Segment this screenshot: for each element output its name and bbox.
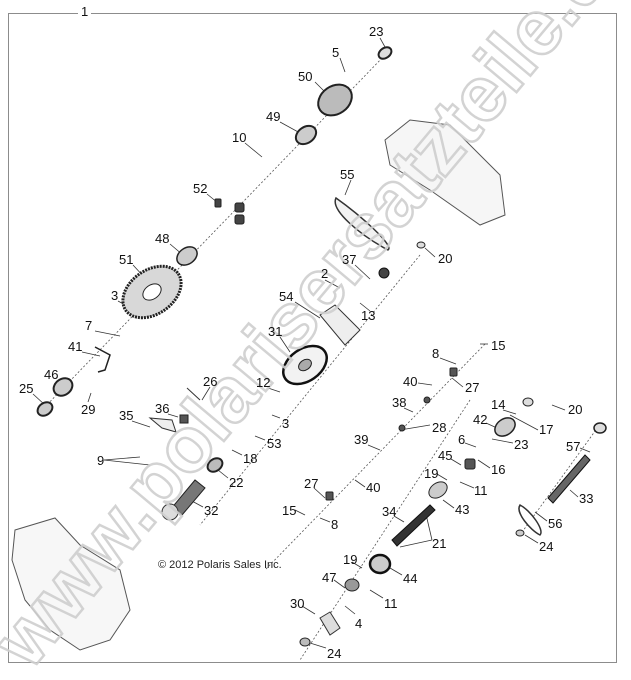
callout-31: 31 [268, 324, 283, 339]
callout-22: 22 [229, 475, 244, 490]
callout-40: 40 [403, 374, 418, 389]
callout-6: 6 [458, 432, 466, 447]
assembly-callout-1: 1 [78, 5, 92, 19]
callout-8: 8 [331, 517, 339, 532]
callout-51: 51 [119, 252, 134, 267]
callout-5: 5 [332, 45, 340, 60]
callout-19: 19 [424, 466, 439, 481]
callout-9: 9 [97, 453, 105, 468]
callout-19: 19 [343, 552, 358, 567]
callout-28: 28 [432, 420, 447, 435]
callout-11: 11 [474, 483, 488, 498]
callout-27: 27 [304, 476, 319, 491]
copyright-notice: © 2012 Polaris Sales Inc. [158, 559, 282, 571]
callout-50: 50 [298, 69, 313, 84]
callout-54: 54 [279, 289, 294, 304]
callout-52: 52 [193, 181, 208, 196]
callout-53: 53 [267, 436, 282, 451]
callout-43: 43 [455, 502, 470, 517]
callout-15: 15 [282, 503, 297, 518]
callout-7: 7 [85, 318, 93, 333]
callout-45: 45 [438, 448, 453, 463]
callout-44: 44 [403, 571, 418, 586]
callout-3: 3 [111, 288, 119, 303]
callout-8: 8 [432, 346, 440, 361]
callout-46: 46 [44, 367, 59, 382]
callout-30: 30 [290, 596, 305, 611]
callout-24: 24 [327, 646, 342, 661]
callout-11: 11 [384, 596, 398, 611]
callout-21: 21 [432, 536, 447, 551]
callout-25: 25 [19, 381, 34, 396]
callout-14: 14 [491, 397, 506, 412]
callout-42: 42 [473, 412, 488, 427]
callout-38: 38 [392, 395, 407, 410]
callout-17: 17 [539, 422, 554, 437]
callout-40: 40 [366, 480, 381, 495]
callout-34: 34 [382, 504, 397, 519]
callout-4: 4 [355, 616, 363, 631]
callout-3: 3 [282, 416, 290, 431]
callout-37: 37 [342, 252, 357, 267]
callout-15: 15 [491, 338, 506, 353]
diagram-frame [8, 13, 617, 663]
callout-32: 32 [204, 503, 219, 518]
callout-20: 20 [568, 402, 583, 417]
callout-35: 35 [119, 408, 134, 423]
callout-33: 33 [579, 491, 594, 506]
callout-23: 23 [369, 24, 384, 39]
callout-49: 49 [266, 109, 281, 124]
callout-39: 39 [354, 432, 369, 447]
callout-56: 56 [548, 516, 563, 531]
callout-16: 16 [491, 462, 506, 477]
callout-48: 48 [155, 231, 170, 246]
callout-29: 29 [81, 402, 96, 417]
callout-10: 10 [232, 130, 247, 145]
callout-36: 36 [155, 401, 170, 416]
callout-20: 20 [438, 251, 453, 266]
callout-47: 47 [322, 570, 337, 585]
callout-2: 2 [321, 266, 329, 281]
callout-57: 57 [566, 439, 581, 454]
callout-13: 13 [361, 308, 376, 323]
callout-12: 12 [256, 375, 271, 390]
callout-18: 18 [243, 451, 258, 466]
callout-23: 23 [514, 437, 529, 452]
callout-41: 41 [68, 339, 83, 354]
callout-24: 24 [539, 539, 554, 554]
callout-27: 27 [465, 380, 480, 395]
callout-26: 26 [203, 374, 218, 389]
callout-55: 55 [340, 167, 355, 182]
ring-gear-51 [121, 264, 183, 320]
